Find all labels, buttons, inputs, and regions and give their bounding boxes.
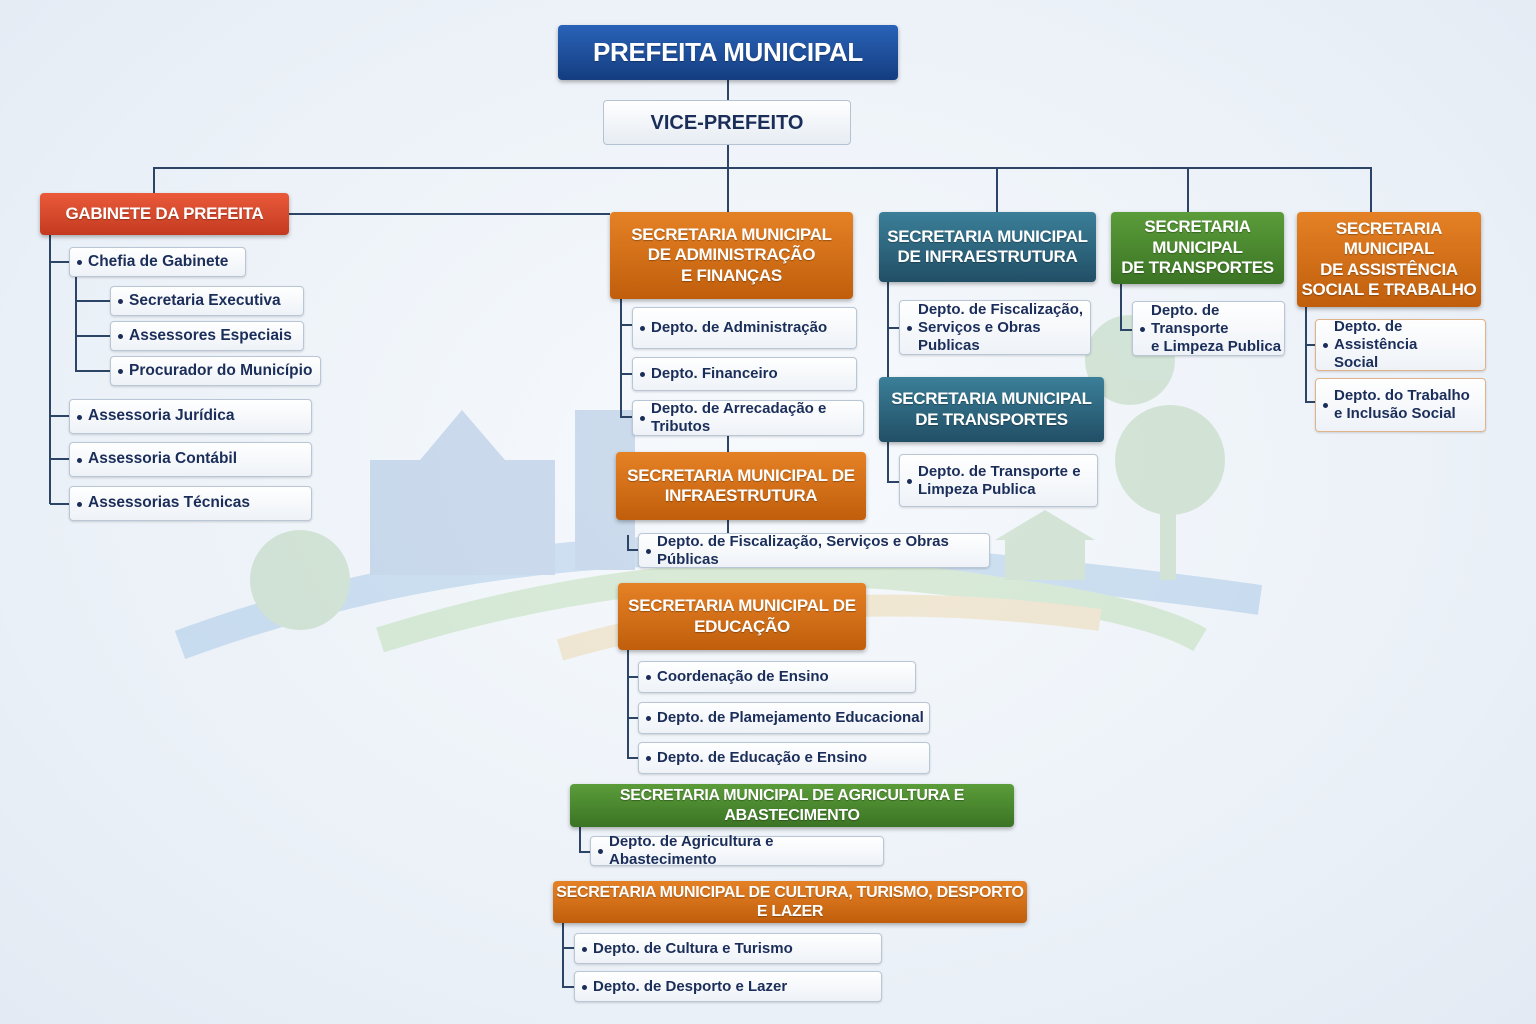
department-item[interactable]: Depto. de Administração bbox=[632, 307, 857, 349]
secretaria-header[interactable]: SECRETARIA MUNICIPAL DE TRANSPORTES bbox=[1111, 212, 1284, 284]
department-item[interactable]: Depto. de Cultura e Turismo bbox=[574, 933, 882, 964]
gabinete-item[interactable]: Secretaria Executiva bbox=[110, 286, 304, 316]
secretaria-header[interactable]: SECRETARIA MUNICIPAL DE INFRAESTRUTURA bbox=[616, 452, 866, 520]
department-item[interactable]: Depto. de Arrecadação e Tributos bbox=[632, 400, 864, 436]
department-item[interactable]: Depto. de Transporte e Limpeza Publica bbox=[899, 454, 1098, 507]
secretaria-header[interactable]: SECRETARIA MUNICIPAL DE CULTURA, TURISMO… bbox=[553, 881, 1027, 923]
gabinete-header[interactable]: GABINETE DA PREFEITA bbox=[40, 193, 289, 235]
secretaria-header[interactable]: SECRETARIA MUNICIPAL DE TRANSPORTES bbox=[879, 377, 1104, 442]
secretaria-header[interactable]: SECRETARIA MUNICIPAL DE INFRAESTRUTURA bbox=[879, 212, 1096, 282]
department-item[interactable]: Depto. Financeiro bbox=[632, 357, 857, 391]
gabinete-item[interactable]: Procurador do Município bbox=[110, 356, 321, 386]
gabinete-item[interactable]: Assessoria Contábil bbox=[69, 442, 312, 477]
department-item[interactable]: Depto. de Assistência Social bbox=[1315, 318, 1486, 371]
mayor-box[interactable]: PREFEITA MUNICIPAL bbox=[558, 25, 898, 80]
department-item[interactable]: Depto. do Trabalho e Inclusão Social bbox=[1315, 378, 1486, 432]
department-item[interactable]: Coordenação de Ensino bbox=[638, 661, 916, 693]
department-item[interactable]: Depto. de Plamejamento Educacional bbox=[638, 702, 930, 734]
department-item[interactable]: Depto. de Educação e Ensino bbox=[638, 742, 930, 774]
secretaria-header[interactable]: SECRETARIA MUNICIPAL DE ASSISTÊNCIA SOCI… bbox=[1297, 212, 1481, 307]
department-item[interactable]: Depto. de Fiscalização, Serviços e Obras… bbox=[899, 300, 1091, 355]
secretaria-header[interactable]: SECRETARIA MUNICIPAL DE AGRICULTURA E AB… bbox=[570, 784, 1014, 827]
gabinete-item[interactable]: Assessoria Jurídica bbox=[69, 399, 312, 434]
secretaria-header[interactable]: SECRETARIA MUNICIPAL DE ADMINISTRAÇÃO E … bbox=[610, 212, 853, 299]
department-item[interactable]: Depto. de Agricultura e Abastecimento bbox=[590, 833, 884, 868]
department-item[interactable]: Depto. de Transporte e Limpeza Publica bbox=[1132, 301, 1285, 356]
gabinete-item[interactable]: Chefia de Gabinete bbox=[69, 247, 246, 277]
department-item[interactable]: Depto. de Fiscalização, Serviços e Obras… bbox=[638, 533, 990, 568]
gabinete-item[interactable]: Assessores Especiais bbox=[110, 321, 304, 351]
secretaria-header[interactable]: SECRETARIA MUNICIPAL DE EDUCAÇÃO bbox=[618, 583, 866, 650]
vice-mayor-box[interactable]: VICE-PREFEITO bbox=[603, 100, 851, 145]
gabinete-item[interactable]: Assessorias Técnicas bbox=[69, 486, 312, 521]
department-item[interactable]: Depto. de Desporto e Lazer bbox=[574, 971, 882, 1002]
